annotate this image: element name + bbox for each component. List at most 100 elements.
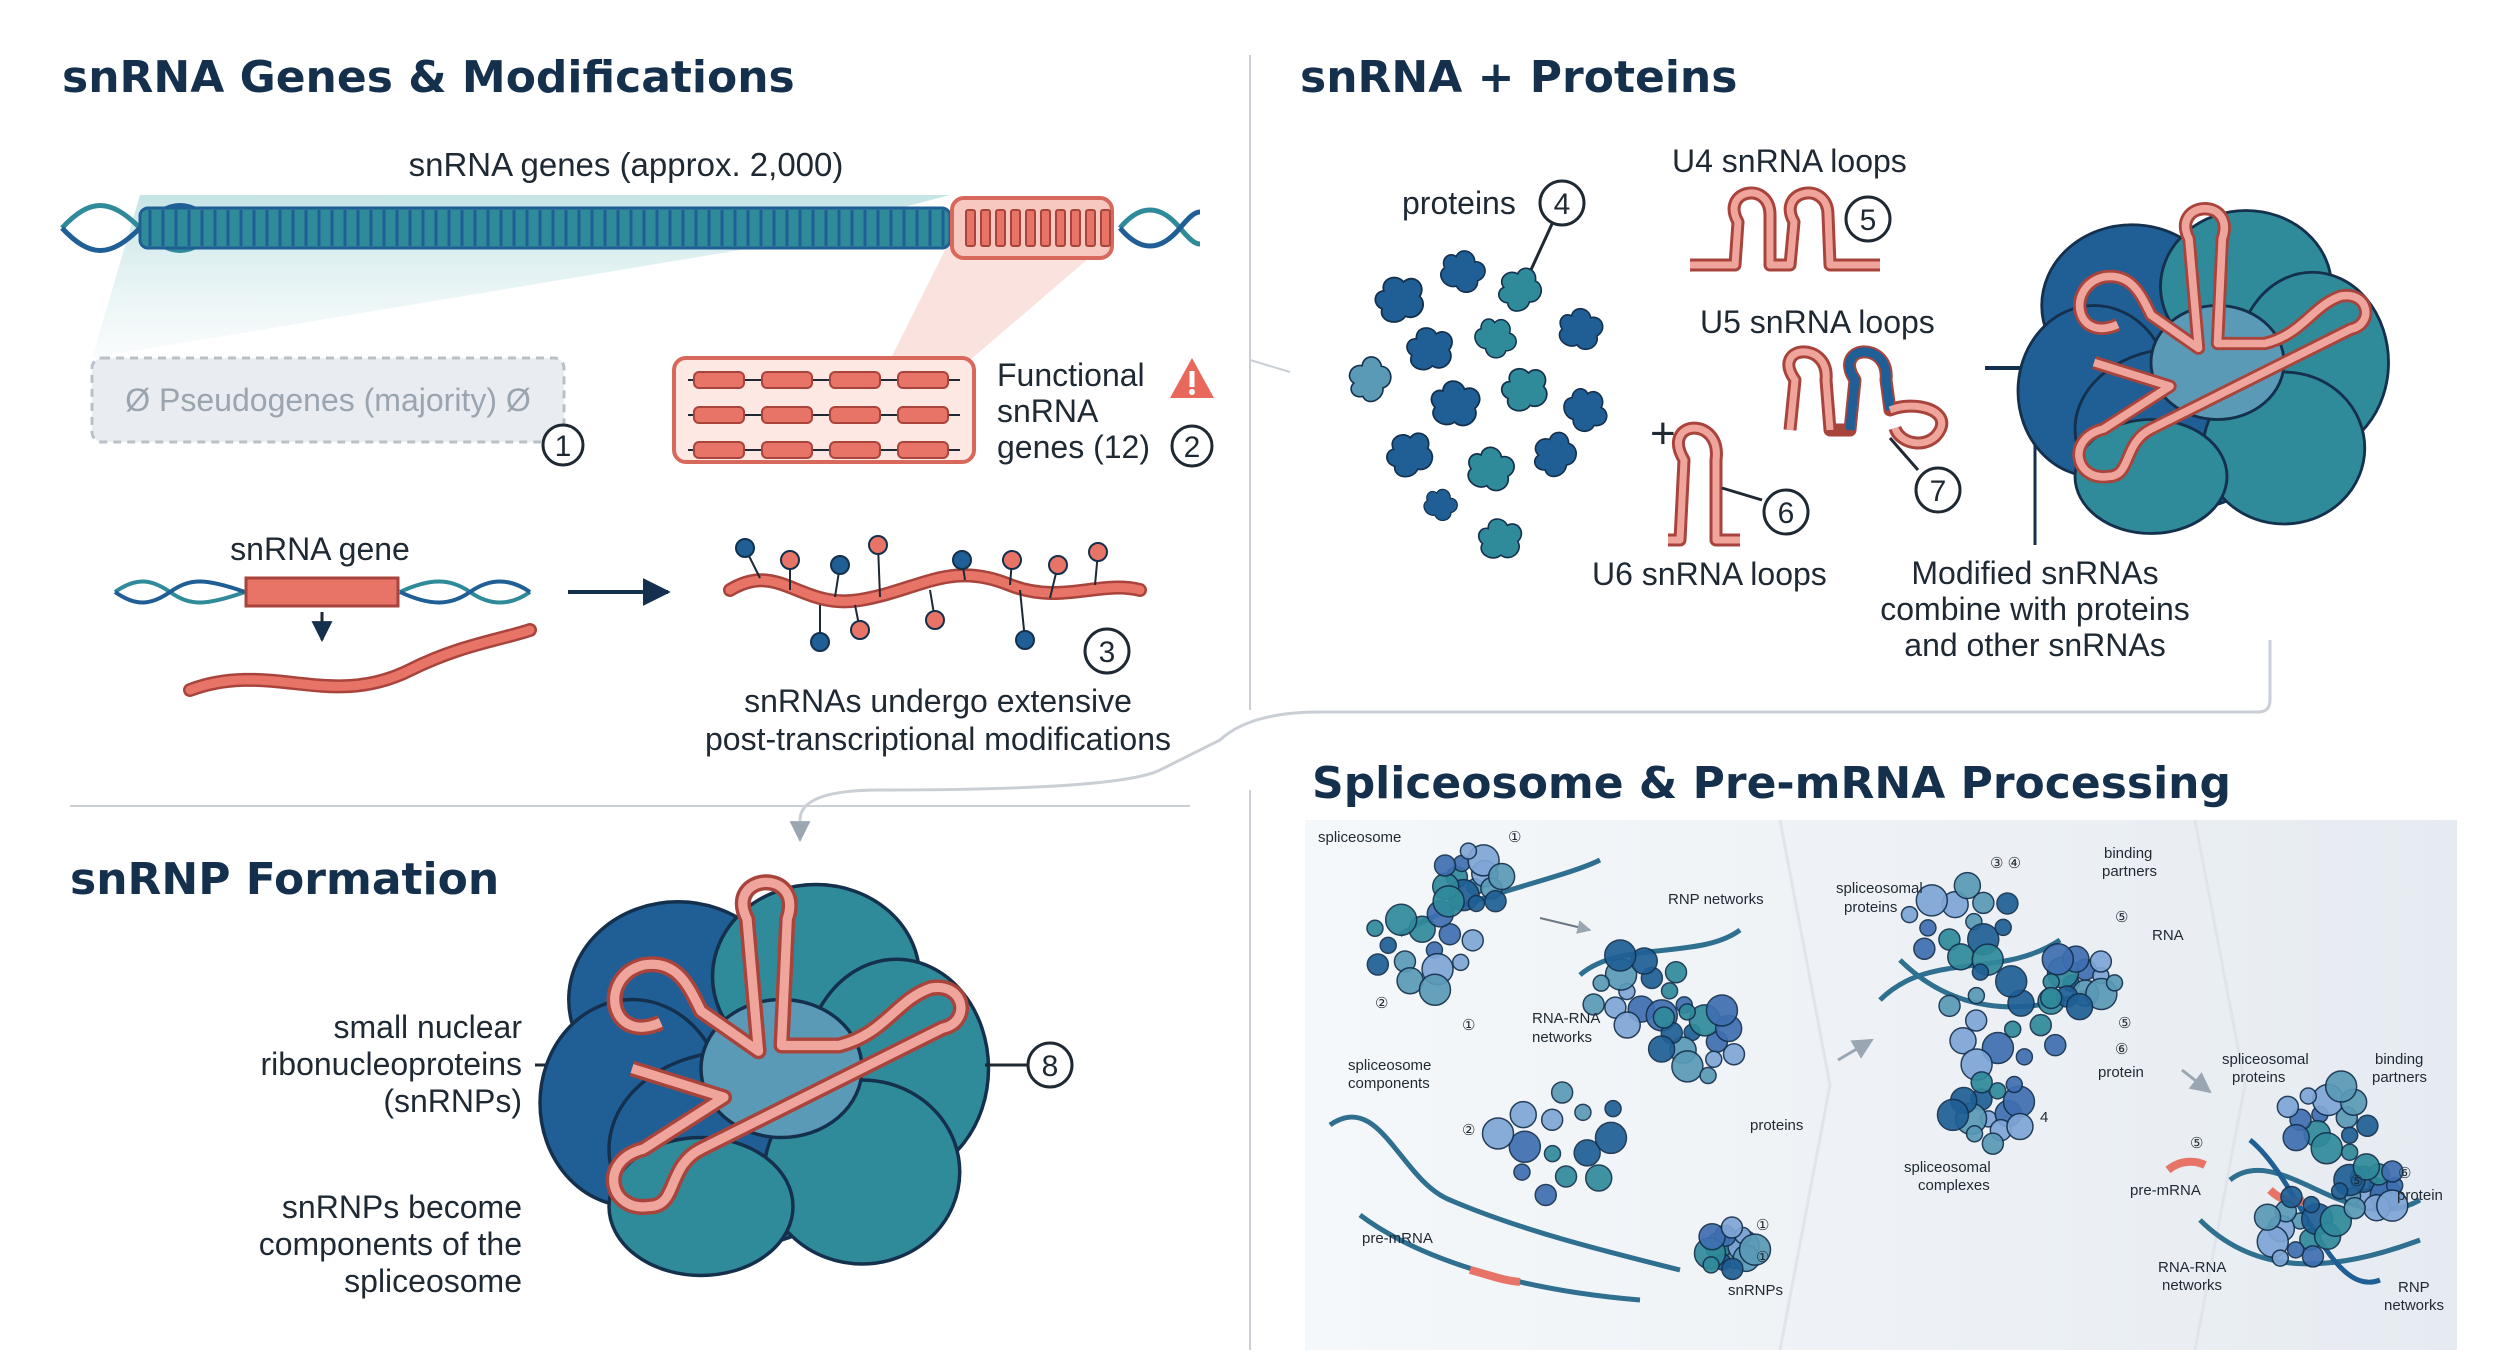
modification-pins: [735, 535, 1108, 652]
protein-bead: [1938, 994, 1961, 1018]
components-line1: snRNPs become: [282, 1189, 522, 1225]
protein-bead: [1554, 1165, 1578, 1188]
pseudogenes-label: Ø Pseudogenes (majority) Ø: [125, 382, 531, 418]
protein-bead: [1913, 937, 1936, 961]
svg-text:2: 2: [1184, 431, 1201, 464]
lbl-components-1: spliceosome: [1348, 1057, 1431, 1074]
protein-bead: [2302, 1195, 2321, 1214]
u5-label: U5 snRNA loops: [1700, 304, 1935, 340]
panel-title-proteins: snRNA + Proteins: [1300, 52, 1737, 103]
lbl-rnp-3b: networks: [2384, 1297, 2444, 1314]
svg-text:7: 7: [1930, 475, 1947, 508]
functional-tick: [995, 209, 1006, 247]
panel-title-splice: Spliceosome & Pre-mRNA Processing: [1312, 758, 2231, 809]
functional-tick: [1055, 209, 1066, 247]
svg-text:4: 4: [1554, 188, 1571, 221]
protein-bead: [2330, 1182, 2349, 1200]
protein-bead: [1467, 894, 1486, 913]
protein-bead: [2381, 1160, 2404, 1183]
protein-bead: [2324, 1070, 2358, 1103]
protein-blob: [1431, 241, 1492, 301]
functional-gene: [761, 371, 813, 389]
flow-connector: [789, 640, 2272, 843]
lbl-rna-rna-2: networks: [1532, 1029, 1592, 1046]
functional-line3: genes (12): [997, 429, 1150, 465]
protein-blob: [1500, 367, 1548, 412]
c2-b: ②: [1462, 1122, 1475, 1139]
lbl-rna-rna-1: RNA-RNA: [1532, 1010, 1600, 1027]
lbl-rnp-3a: RNP: [2398, 1279, 2430, 1296]
protein-clusters: [1366, 842, 2409, 1281]
protein-bead: [1513, 1163, 1531, 1181]
protein-bead: [1509, 1100, 1537, 1129]
functional-genes-grid: [688, 371, 960, 459]
protein-bead: [1964, 1009, 1988, 1032]
functional-tick: [965, 209, 976, 247]
c1-d: ①: [1756, 1249, 1769, 1266]
protein-blob: [1525, 426, 1584, 484]
rna-strand: [1578, 927, 1742, 977]
modification-pin: [952, 550, 972, 570]
lbl-rnp-networks: RNP networks: [1668, 891, 1764, 908]
protein-bead: [1487, 862, 1516, 891]
complex-rna: [609, 877, 966, 1212]
lbl-binding-1: binding: [2104, 845, 2152, 862]
c5-b: ⑤: [2118, 1015, 2131, 1032]
lbl-proteins: proteins: [1750, 1117, 1803, 1134]
marker-6: 6: [1762, 488, 1810, 536]
protein-bead: [1949, 1026, 1977, 1055]
functional-gene: [693, 371, 745, 389]
snrna-gene-label: snRNA gene: [230, 531, 410, 567]
protein-bead: [1573, 1139, 1601, 1167]
protein-bead: [1451, 953, 1470, 972]
u6-label: U6 snRNA loops: [1592, 556, 1827, 592]
modification-pin: [810, 632, 830, 652]
lbl-rna-rna-3a: RNA-RNA: [2158, 1259, 2226, 1276]
u6-loops: [1668, 421, 1740, 547]
protein-bead: [2343, 1196, 2366, 1220]
functional-tick: [1070, 209, 1081, 247]
functional-tick: [1085, 209, 1096, 247]
modification-pin: [735, 538, 755, 558]
protein-cluster: [1339, 241, 1612, 566]
protein-bead: [2271, 1249, 2290, 1267]
protein-bead: [1433, 854, 1457, 877]
c1-c: ①: [1756, 1217, 1769, 1234]
pseudogenes-box: [90, 356, 566, 444]
lbl-components-2: components: [1348, 1075, 1430, 1092]
gene-block: [244, 576, 400, 608]
c6-a: ⑥: [2115, 1041, 2128, 1058]
c34: ③ ④: [1990, 855, 2021, 872]
protein-bead: [1967, 986, 1986, 1005]
pre-mrna-segment: [2165, 1157, 2207, 1174]
protein-bead: [2041, 943, 2075, 976]
lbl-spliceosomal-proteins-2: proteins: [1844, 899, 1897, 916]
lbl-protein-3: protein: [2397, 1187, 2443, 1204]
protein-bead: [1936, 1098, 1970, 1132]
protein-blob: [1417, 482, 1463, 527]
lbl-binding-2: partners: [2102, 863, 2157, 880]
combine-line1: Modified snRNAs: [1911, 555, 2158, 591]
protein-bead: [1996, 892, 2019, 915]
protein-bead: [1919, 919, 1937, 937]
functional-gene: [761, 441, 813, 459]
protein-bead: [1582, 993, 1605, 1016]
plus-sign: +: [1650, 409, 1676, 458]
protein-bead: [1720, 1216, 1744, 1239]
protein-bead: [2301, 1245, 2325, 1268]
protein-blob: [1458, 439, 1521, 500]
protein-bead: [2280, 1185, 2303, 1209]
protein-bead: [2105, 974, 2124, 992]
combine-line3: and other snRNAs: [1904, 627, 2165, 663]
protein-bead: [2352, 1153, 2381, 1181]
protein-bead: [2006, 1112, 2034, 1141]
protein-blob: [1550, 300, 1609, 359]
protein-bead: [1508, 1130, 1542, 1163]
lbl-sp-proteins-3a: spliceosomal: [2222, 1051, 2309, 1068]
functional-gene: [693, 406, 745, 424]
svg-text:1: 1: [555, 430, 572, 463]
protein-bead: [1972, 891, 1995, 915]
protein-bead: [1965, 1125, 1984, 1143]
lbl-rna-rna-3b: networks: [2162, 1277, 2222, 1294]
